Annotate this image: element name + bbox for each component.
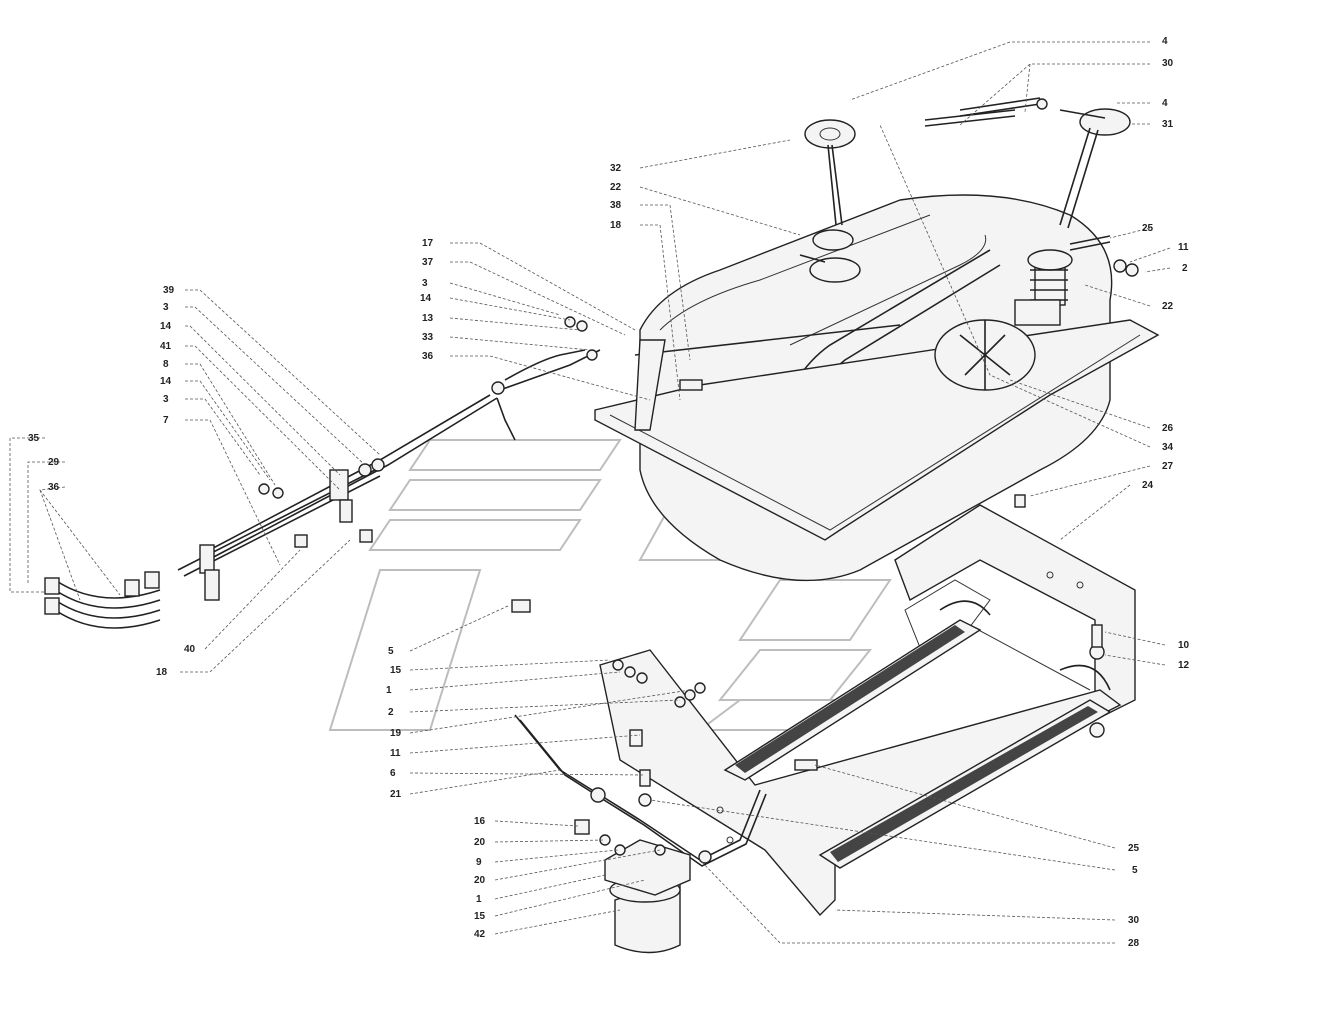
callouts-center: 5 15 1 2 19 11 6 21 <box>386 646 402 800</box>
callout-label: 2 <box>388 707 394 718</box>
callout-label: 26 <box>1162 423 1174 434</box>
callouts-right: 4 30 4 31 25 11 2 22 26 34 27 24 10 12 2… <box>1128 36 1190 949</box>
callout-label: 30 <box>1128 915 1140 926</box>
callout-label: 11 <box>1178 242 1189 253</box>
callouts-tank-left: 32 22 38 18 17 37 3 14 13 33 36 <box>420 163 622 362</box>
callout-label: 12 <box>1178 660 1190 671</box>
callout-label: 14 <box>420 293 432 304</box>
callout-label: 30 <box>1162 58 1174 69</box>
callout-label: 19 <box>390 728 402 739</box>
callout-label: 38 <box>610 200 622 211</box>
callout-label: 8 <box>163 359 169 370</box>
callout-label: 33 <box>422 332 434 343</box>
callout-label: 22 <box>610 182 622 193</box>
callout-label: 5 <box>388 646 394 657</box>
callout-label: 31 <box>1162 119 1174 130</box>
callout-label: 9 <box>476 857 482 868</box>
callout-label: 24 <box>1142 480 1154 491</box>
leader-lines <box>9 41 1171 944</box>
callout-label: 35 <box>28 433 40 444</box>
callout-label: 22 <box>1162 301 1174 312</box>
callout-label: 25 <box>1142 223 1154 234</box>
callouts-filter: 16 20 9 20 1 15 42 <box>474 816 486 940</box>
callout-label: 37 <box>422 257 434 268</box>
callout-label: 1 <box>386 685 392 696</box>
callout-label: 40 <box>184 644 196 655</box>
callout-label: 1 <box>476 894 482 905</box>
callout-label: 10 <box>1178 640 1190 651</box>
callout-label: 41 <box>160 341 172 352</box>
callout-label: 36 <box>422 351 434 362</box>
callout-label: 3 <box>422 278 428 289</box>
callout-label: 15 <box>390 665 402 676</box>
callout-label: 28 <box>1128 938 1140 949</box>
callout-label: 6 <box>390 768 396 779</box>
callout-label: 20 <box>474 837 486 848</box>
fuel-filter <box>574 819 691 954</box>
callout-label: 4 <box>1162 36 1168 47</box>
callout-label: 36 <box>48 482 60 493</box>
callout-label: 3 <box>163 394 169 405</box>
callout-label: 16 <box>474 816 486 827</box>
callout-label: 17 <box>422 238 434 249</box>
callout-label: 7 <box>163 415 169 426</box>
callout-label: 3 <box>163 302 169 313</box>
fuel-tank <box>594 97 1160 582</box>
callout-label: 14 <box>160 321 172 332</box>
callout-label: 4 <box>1162 98 1168 109</box>
callout-label: 20 <box>474 875 486 886</box>
callout-label: 21 <box>390 789 402 800</box>
callout-label: 39 <box>163 285 175 296</box>
callout-label: 2 <box>1182 263 1188 274</box>
callouts-lines-left: 39 3 14 41 8 14 3 7 35 29 36 40 18 <box>28 285 196 678</box>
callout-label: 32 <box>610 163 622 174</box>
tank-bracket <box>599 504 1136 917</box>
callout-label: 27 <box>1162 461 1174 472</box>
callout-label: 42 <box>474 929 486 940</box>
callout-label: 29 <box>48 457 60 468</box>
callout-label: 18 <box>156 667 168 678</box>
callout-label: 5 <box>1132 865 1138 876</box>
callout-label: 18 <box>610 220 622 231</box>
callout-label: 11 <box>390 748 401 759</box>
callout-label: 34 <box>1162 442 1174 453</box>
callout-label: 14 <box>160 376 172 387</box>
callout-label: 25 <box>1128 843 1140 854</box>
callout-label: 15 <box>474 911 486 922</box>
callout-label: 13 <box>422 313 434 324</box>
